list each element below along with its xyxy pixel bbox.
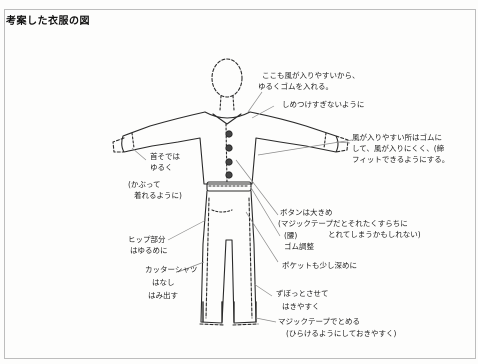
note-hem-1: マジックテープでとめる xyxy=(278,318,360,326)
button-4 xyxy=(226,172,232,178)
note-slit-2: はきやすく xyxy=(282,303,320,311)
note-cutter-2: はなし xyxy=(152,279,175,287)
collar-v xyxy=(213,114,241,124)
head-outline xyxy=(212,59,242,97)
note-pocket: ポケットも少し深めに xyxy=(282,262,357,270)
note-button-2: (マジックテープだとそれたくすらちに xyxy=(278,220,408,228)
note-no-tighten: しめつけすぎないように xyxy=(282,101,364,109)
note-button-1: ボタンは大きめ xyxy=(280,209,333,217)
note-sleeve-2: して、風が入りにくく、(締 xyxy=(352,145,444,153)
note-sleeve-lead: 首そでは xyxy=(150,153,180,161)
note-hip-1: ヒップ部分 xyxy=(128,236,166,244)
note-cutter-3: はみ出す xyxy=(148,292,178,300)
note-sleeve-1: 風が入りやすい所はゴムに xyxy=(352,134,442,142)
note-waist-2: ゴム調整 xyxy=(284,243,314,251)
note-button-3: とれてしまうかもしれない) xyxy=(328,231,421,239)
button-1 xyxy=(226,131,232,137)
note-neck-air-1: ここも風が入りやすいから、 xyxy=(262,72,360,80)
note-sleeve-cover-1: (かぶって xyxy=(128,181,161,189)
collar xyxy=(205,112,250,118)
note-hip-2: はゆるめに xyxy=(130,247,168,255)
neck-outline xyxy=(220,96,234,110)
note-hem-2: (ひらけるようにしておきやすく) xyxy=(286,330,396,338)
note-neck-air-2: ゆるくゴムを入れる。 xyxy=(258,83,333,91)
note-cutter-1: カッターシャツ xyxy=(145,266,197,274)
note-sleeve-cover-2: 着れるように) xyxy=(134,192,182,200)
note-waist-1: (腰) xyxy=(284,232,297,240)
note-sleeve-3: フィットできるようにする。 xyxy=(352,156,449,164)
button-3 xyxy=(226,159,232,165)
note-sleeve-loose: ゆるく xyxy=(150,164,173,172)
note-slit-1: ずぼっとさせて xyxy=(276,290,329,298)
button-2 xyxy=(226,145,232,151)
